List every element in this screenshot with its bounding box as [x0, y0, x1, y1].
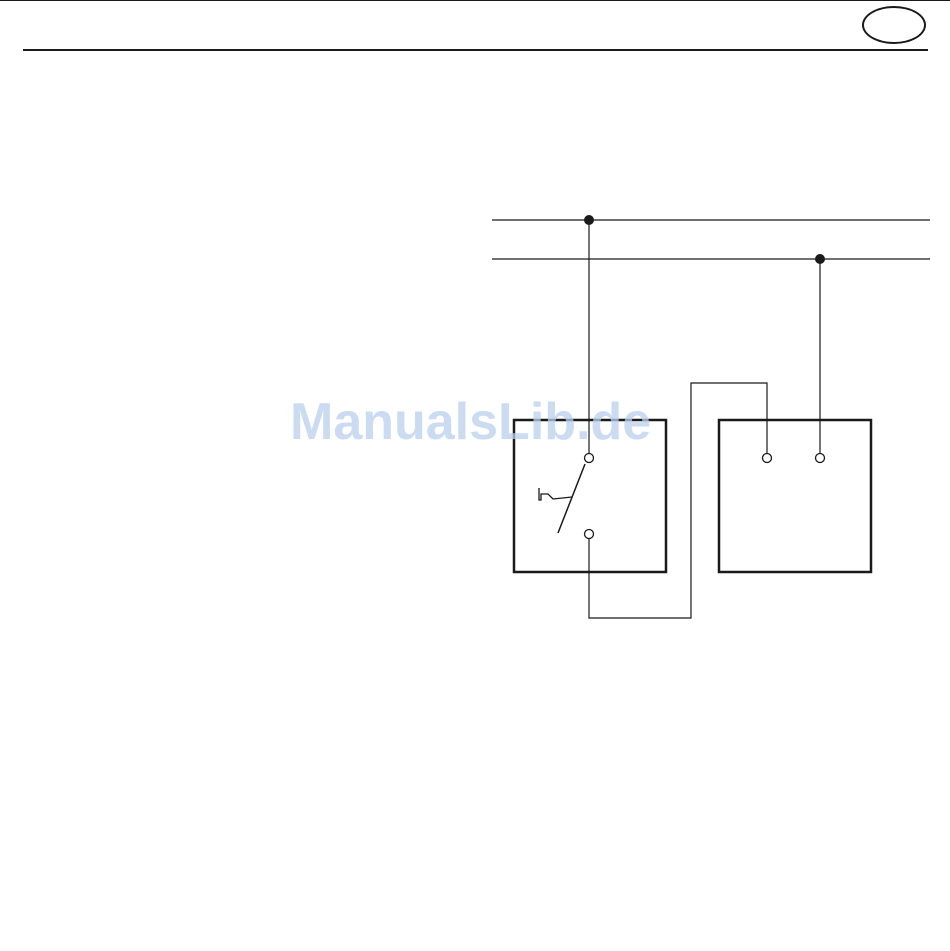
- pushbutton-actuator-icon: [539, 488, 572, 500]
- device-box: [719, 420, 871, 572]
- watermark-text: ManualsLib.de: [290, 392, 651, 452]
- device-terminal-left: [763, 454, 772, 463]
- switch-terminal-bottom: [585, 530, 594, 539]
- switch-terminal-top: [585, 454, 594, 463]
- device-terminal-right: [816, 454, 825, 463]
